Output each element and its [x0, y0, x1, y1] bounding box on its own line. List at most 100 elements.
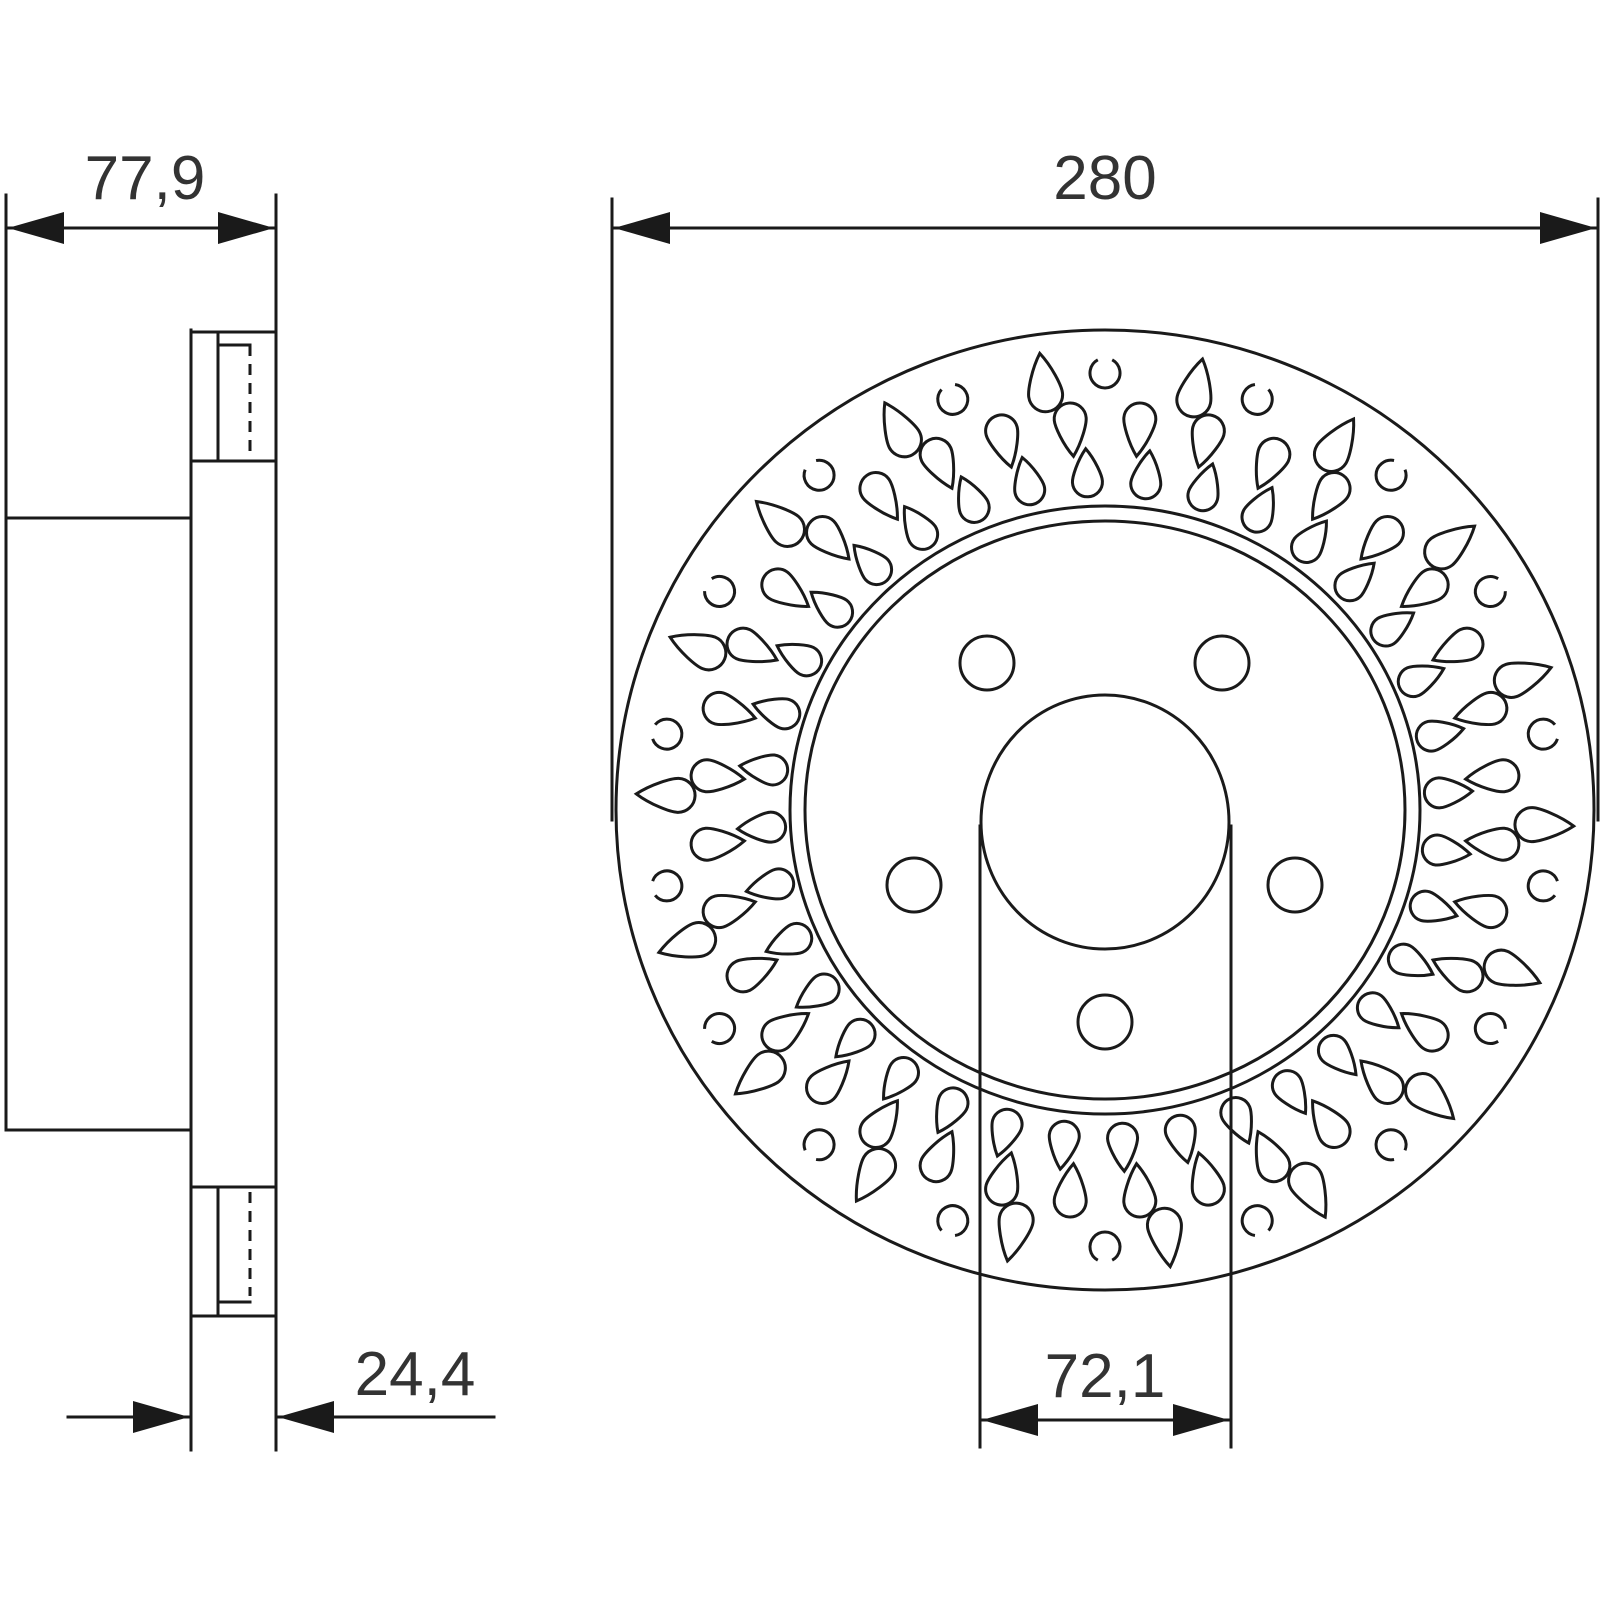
vent-hole	[997, 1201, 1035, 1264]
vent-hole	[1290, 519, 1328, 564]
vent-hole	[1013, 455, 1047, 507]
vent-hole	[1129, 448, 1163, 501]
vent-hole	[1423, 524, 1477, 571]
vent-hole	[1106, 1121, 1140, 1174]
vent-hole	[1311, 1098, 1352, 1149]
vent-hole	[689, 826, 747, 862]
vent-hole-small	[936, 1204, 970, 1237]
vent-hole-small	[1374, 458, 1408, 492]
vent-hole	[984, 1150, 1020, 1207]
vent-hole	[701, 893, 758, 930]
vent-hole-small	[1374, 1128, 1408, 1162]
vent-hole	[1463, 758, 1521, 794]
vent-hole-small	[651, 717, 684, 751]
vent-hole-small	[1088, 1230, 1122, 1262]
vent-hole	[1359, 1059, 1405, 1105]
vent-hole-small	[936, 383, 970, 416]
vent-hole-small	[802, 1128, 836, 1162]
vent-hole	[1122, 1161, 1158, 1219]
dimension-center-bore: 72,1	[978, 824, 1233, 1449]
vent-hole	[1254, 1129, 1292, 1184]
vent-hole	[1422, 776, 1475, 810]
vent-hole	[754, 499, 806, 548]
vent-hole	[805, 1059, 851, 1105]
vent-hole	[1190, 1150, 1226, 1207]
dimension-diameter: 280	[610, 144, 1600, 822]
vent-hole	[1420, 833, 1473, 867]
vent-hole	[957, 474, 991, 524]
vent-hole	[1047, 1119, 1081, 1172]
vent-hole	[1052, 1161, 1088, 1219]
vent-hole	[1430, 956, 1485, 994]
lug-hole	[958, 634, 1016, 692]
vent-hole	[1355, 991, 1401, 1030]
vent-hole-small	[1088, 358, 1122, 390]
center-bore	[979, 693, 1231, 951]
lug-hole	[1266, 856, 1324, 914]
vent-hole	[737, 753, 790, 787]
vent-hole-small	[651, 869, 684, 903]
disc-hat-ring-outer	[788, 504, 1422, 1116]
vent-hole	[1386, 942, 1436, 978]
vent-hole	[1404, 1072, 1456, 1121]
vent-hole	[918, 1129, 956, 1184]
dimension-label-center-bore: 72,1	[1045, 1342, 1166, 1411]
vent-hole	[656, 921, 718, 959]
vent-hole-small	[1240, 383, 1274, 416]
vent-hole	[1369, 611, 1416, 648]
vent-hole-small	[703, 1012, 737, 1045]
lug-hole	[1193, 634, 1251, 692]
dimension-overall-height: 77,9	[4, 144, 278, 244]
vent-hole	[725, 956, 780, 994]
vent-hole	[990, 1107, 1024, 1159]
vent-hole	[1333, 561, 1376, 603]
lug-holes	[885, 634, 1324, 1051]
vent-hole-small	[1526, 869, 1559, 903]
vent-hole	[1287, 1161, 1328, 1220]
vent-hole-small	[1240, 1204, 1274, 1237]
dimension-label-diameter: 280	[1053, 144, 1156, 213]
front-view: 280 72,1	[610, 144, 1600, 1449]
vent-hole	[1399, 1012, 1450, 1053]
vent-hole	[633, 776, 697, 814]
vent-hole	[760, 567, 811, 608]
dimension-label-overall-height: 77,9	[85, 144, 206, 213]
vent-hole	[733, 1049, 787, 1096]
vent-hole	[902, 504, 940, 551]
vent-hole	[935, 1086, 970, 1135]
vent-hole	[1122, 401, 1158, 459]
vent-hole	[984, 413, 1020, 470]
vent-hole-small	[1526, 717, 1559, 751]
vent-hole	[805, 515, 851, 561]
side-view: 77,9 24,4	[4, 144, 496, 1452]
vent-hole	[794, 972, 841, 1009]
vent-hole	[1190, 413, 1226, 470]
vent-hole	[918, 436, 956, 491]
disc-outer-edge	[614, 328, 1596, 1292]
vent-hole	[882, 1056, 920, 1101]
vent-hole	[882, 400, 923, 459]
vent-hole	[858, 1098, 899, 1149]
dimension-thickness: 24,4	[66, 1340, 496, 1433]
lug-hole	[1076, 993, 1134, 1051]
vent-hole	[1482, 948, 1543, 987]
lug-hole	[885, 856, 943, 914]
vent-hole	[1027, 350, 1065, 414]
vent-hole	[1396, 664, 1447, 699]
vent-hole	[809, 590, 855, 629]
vent-hole	[744, 867, 796, 901]
vent-hole	[701, 690, 758, 727]
vent-hole	[1254, 436, 1292, 491]
side-view-friction-ring-bottom	[189, 1185, 278, 1318]
vent-hole	[1312, 416, 1356, 473]
vent-hole	[1452, 690, 1509, 727]
vent-hole-small	[1473, 1012, 1507, 1045]
vent-hole	[1270, 1069, 1308, 1116]
vent-hole	[763, 921, 814, 956]
vent-hole	[1175, 356, 1213, 419]
side-view-friction-ring-top	[189, 330, 278, 463]
vent-hole	[1052, 401, 1088, 459]
vent-hole	[1359, 515, 1405, 561]
vent-hole	[1408, 889, 1460, 923]
